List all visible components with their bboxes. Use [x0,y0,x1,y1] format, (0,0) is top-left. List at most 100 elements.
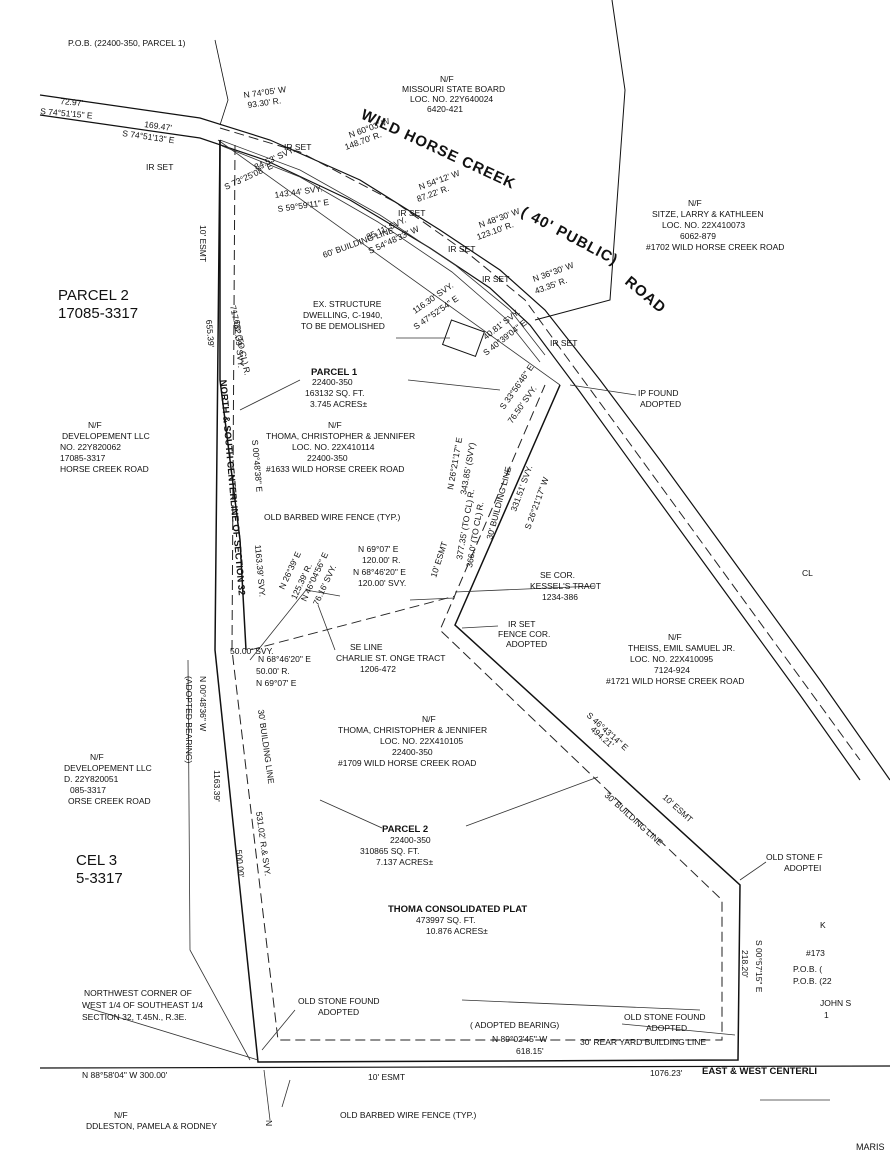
plat-label: S 00°48'38" E [250,439,265,492]
plat-label: 5-3317 [76,870,123,887]
pob-top-label: P.O.B. (22400-350, PARCEL 1) [68,38,186,48]
plat-label: EAST & WEST CENTERLI [702,1066,817,1077]
plat-label: ADOPTEI [784,863,821,873]
plat-label: LOC. NO. 22X410114 [292,442,375,452]
left-edge-labels: PARCEL 2 17085-3317 N/F DEVELOPEMENT LLC… [58,287,152,887]
plat-title: THOMA CONSOLIDATED PLAT [388,904,527,915]
plat-label: 50.00' R. [256,666,290,676]
plat-label: IR SET [284,142,311,152]
plat-label: 30' REAR YARD BUILDING LINE [580,1037,706,1047]
ir-set-1: IR SET [146,162,173,172]
plat-label: HORSE CREEK ROAD [60,464,149,474]
plat-label: TO BE DEMOLISHED [301,321,385,331]
plat-label: IR SET [508,619,535,629]
plat-label: S 59°59'11" E [277,197,330,214]
plat-label: NO. 22Y820062 [60,442,121,452]
plat-label: NORTHWEST CORNER OF [84,988,192,998]
parcel-labels: EX. STRUCTURE DWELLING, C-1940, TO BE DE… [266,299,601,936]
plat-label: 655.39' [204,319,216,348]
parcel2-name: PARCEL 2 [382,824,428,835]
plat-label: N/F [668,632,682,642]
plat-label: ADOPTED [640,399,681,409]
plat-label: S 73°25'08" E [223,160,275,191]
plat-label: 085-3317 [70,785,106,795]
plat-label: #173 [806,948,825,958]
plat-label: 1206-472 [360,664,396,674]
existing-structure-footprint [441,319,486,358]
plat-label: 500.00' [234,849,246,878]
plat-label: MISSOURI STATE BOARD [402,84,505,94]
plat-label: N [264,1120,274,1126]
plat-label: 72.97' [60,96,84,108]
plat-label: N/F [422,714,436,724]
plat-label: DWELLING, C-1940, [303,310,382,320]
plat-label: CHARLIE ST. ONGE TRACT [336,653,445,663]
plat-label: 22400-350 [390,835,431,845]
plat-label: ADOPTED [506,639,547,649]
plat-label: ADOPTED [318,1007,359,1017]
plat-label: IR SET [482,274,509,284]
plat-label: 163132 SQ. FT. [305,388,365,398]
parcel1-name: PARCEL 1 [311,367,358,378]
plat-label: ( ADOPTED BEARING) [470,1020,559,1030]
plat-label: 6420-421 [427,104,463,114]
plat-label: OLD STONE FOUND [624,1012,706,1022]
plat-label: #1702 WILD HORSE CREEK ROAD [646,242,784,252]
wild-horse-creek-road [39,0,890,781]
plat-label: 1234-386 [542,592,578,602]
plat-label: SE LINE [350,642,383,652]
road-name-3: ROAD [621,273,669,317]
plat-label: 7124-924 [654,665,690,675]
plat-label: N/F [88,420,102,430]
plat-label: 1163.39' SVY. [253,544,268,597]
plat-label: 1076.23' [650,1068,683,1078]
plat-label: 473997 SQ. FT. [416,915,476,925]
centerline-text: NORTH & SOUTH CENTERLINE OF SECTION 32 [217,379,247,596]
plat-label: JOHN S [820,998,852,1008]
road-labels: WILD HORSE CREEK ( 40' PUBLIC) ROAD CL [358,106,813,578]
plat-label: WEST 1/4 OF SOUTHEAST 1/4 [82,1000,203,1010]
plat-label: LOC. NO. 22X410073 [662,220,745,230]
plat-label: LOC. NO. 22X410105 [380,736,463,746]
plat-label: S 74°51'15" E [40,106,93,121]
plat-label: EX. STRUCTURE [313,299,382,309]
plat-label: 50.00' SVY. [230,646,274,656]
plat-label: OLD BARBED WIRE FENCE (TYP.) [340,1110,477,1120]
top-bearings: P.O.B. (22400-350, PARCEL 1) N 74°05' W … [40,38,578,425]
plat-label: ADOPTED [646,1023,687,1033]
plat-label: P.O.B. ( [793,964,822,974]
plat-label: PARCEL 2 [58,287,129,304]
plat-label: 22400-350 [392,747,433,757]
plat-label: 7.137 ACRES± [376,857,433,867]
plat-label: 632.39' SVY. [232,319,246,368]
plat-label: 93.30' R. [247,95,282,110]
plat-label: SITZE, LARRY & KATHLEEN [652,209,763,219]
plat-label: N/F [90,752,104,762]
plat-label: 30' BUILDING LINE [603,790,666,848]
plat-label: THEISS, EMIL SAMUEL JR. [628,643,735,653]
plat-label: #1633 WILD HORSE CREEK ROAD [266,464,404,474]
plat-label: SE COR. [540,570,575,580]
plat-label: 120.00' SVY. [358,578,406,588]
plat-label: 120.00' R. [362,555,400,565]
plat-label: N/F [688,198,702,208]
plat-label: 17085-3317 [58,305,138,322]
plat-label: OLD BARBED WIRE FENCE (TYP.) [264,512,401,522]
plat-label: 10' ESMT [198,225,208,262]
plat-label: OLD STONE F [766,852,823,862]
plat-label: CEL 3 [76,852,117,869]
plat-label: DEVELOPEMENT LLC [64,763,152,773]
plat-label: 531.02' R.& SVY. [254,811,273,877]
plat-label: 10' ESMT [368,1072,405,1082]
plat-label: N 68°46'20" E [353,567,406,577]
plat-label: 6062-879 [680,231,716,241]
plat-label: OLD STONE FOUND [298,996,380,1006]
centerline-label: CL [802,568,813,578]
watermark: MARIS [856,1142,885,1152]
road-name-2: ( 40' PUBLIC) [518,204,621,269]
plat-label: 17085-3317 [60,453,106,463]
plat-label: IR SET [398,208,425,218]
plat-label: N 68°46'20" E [258,654,311,664]
plat-label: 10.876 ACRES± [426,926,488,936]
plat-label: 10' ESMT [661,792,695,824]
